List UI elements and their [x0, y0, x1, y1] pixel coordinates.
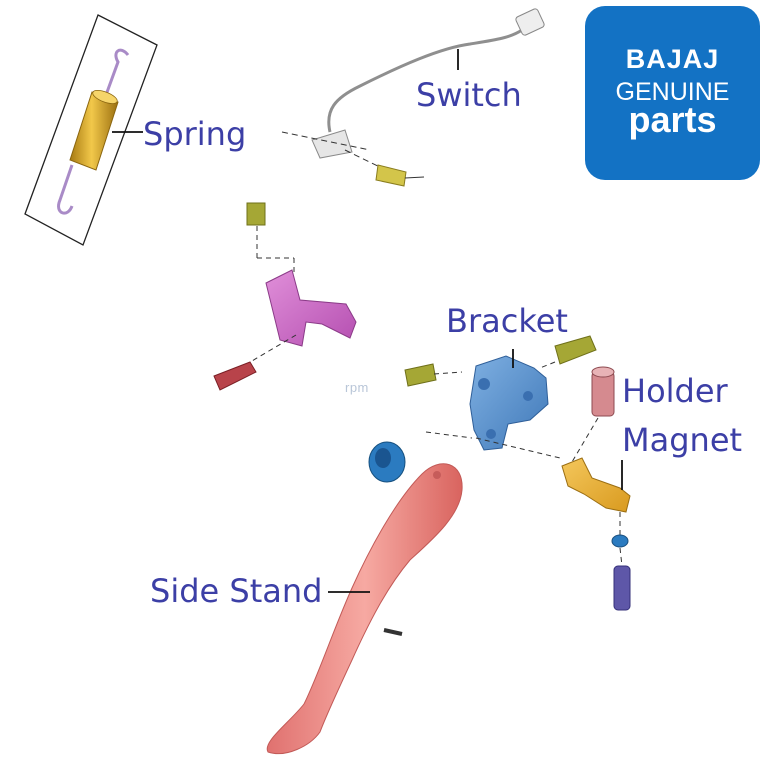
- label-switch: Switch: [416, 76, 522, 114]
- mounting-plate-part: [213, 202, 357, 391]
- label-bracket: Bracket: [446, 302, 568, 340]
- logo-brand: BAJAJ: [625, 44, 720, 74]
- bajaj-genuine-parts-logo: BAJAJ GENUINE parts: [585, 6, 760, 180]
- label-spring: Spring: [143, 115, 247, 153]
- bushing-part: [368, 441, 406, 483]
- holder-magnet-part: [561, 366, 631, 611]
- label-holder: Holder: [622, 372, 728, 410]
- spring-part: [24, 14, 158, 246]
- logo-subtitle: GENUINE: [615, 78, 730, 106]
- bracket-part: [404, 335, 597, 459]
- logo-parts: parts: [628, 99, 717, 140]
- switch-part: [281, 8, 545, 187]
- label-side-stand: Side Stand: [150, 572, 323, 610]
- watermark: rpm: [345, 380, 369, 395]
- label-magnet: Magnet: [622, 421, 743, 459]
- side-stand-part: [266, 463, 463, 754]
